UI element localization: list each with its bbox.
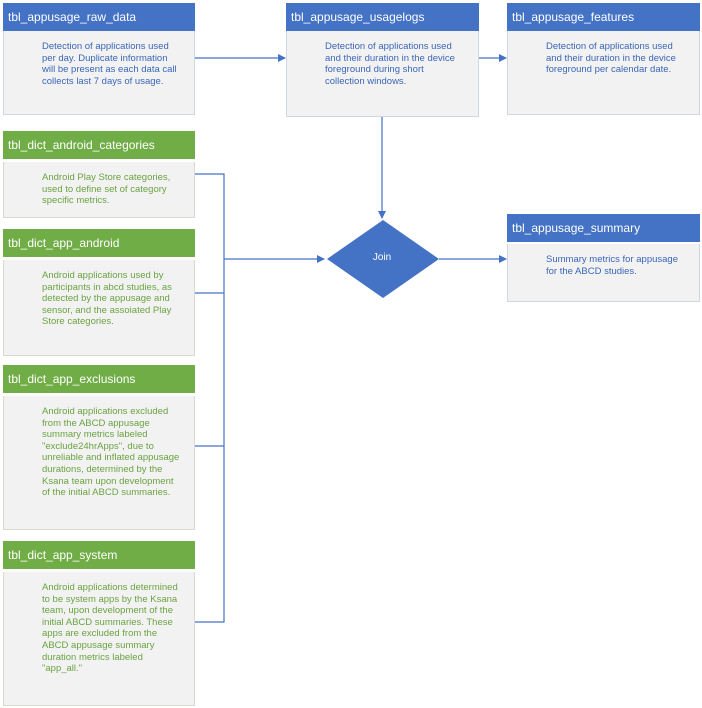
node-title: tbl_appusage_raw_data [3, 3, 195, 31]
node-title: tbl_dict_android_categories [3, 131, 195, 159]
node-description: Android applications determined to be sy… [42, 582, 178, 675]
node-title: tbl_appusage_summary [507, 214, 700, 242]
node-description: Android applications used by participant… [42, 270, 172, 328]
node-title: tbl_dict_app_exclusions [3, 365, 195, 393]
node-title: tbl_appusage_usagelogs [286, 3, 479, 31]
node-usagelogs: tbl_appusage_usagelogs Detection of appl… [286, 3, 479, 117]
node-description: Android applications excluded from the A… [42, 406, 180, 499]
line-categories-to-bus [195, 173, 225, 259]
node-title: tbl_appusage_features [507, 3, 700, 31]
node-app-exclusions: tbl_dict_app_exclusions Android applicat… [3, 365, 195, 530]
node-title: tbl_dict_app_android [3, 229, 195, 257]
join-label: Join [372, 252, 392, 263]
node-raw-data: tbl_appusage_raw_data Detection of appli… [3, 3, 195, 115]
node-description: Summary metrics for appusage for the ABC… [546, 254, 678, 277]
node-description: Detection of applications used per day. … [42, 41, 177, 87]
node-app-android: tbl_dict_app_android Android application… [3, 229, 195, 356]
node-features: tbl_appusage_features Detection of appli… [507, 3, 700, 115]
join-diamond [327, 220, 439, 298]
node-description: Android Play Store categories, used to d… [42, 172, 171, 207]
node-description: Detection of applications used and their… [546, 41, 676, 76]
line-system-to-bus [195, 259, 225, 623]
node-summary: tbl_appusage_summary Summary metrics for… [507, 214, 700, 302]
node-app-system: tbl_dict_app_system Android applications… [3, 541, 195, 706]
node-title: tbl_dict_app_system [3, 541, 195, 569]
node-android-categories: tbl_dict_android_categories Android Play… [3, 131, 195, 218]
node-description: Detection of applications used and their… [325, 41, 455, 87]
